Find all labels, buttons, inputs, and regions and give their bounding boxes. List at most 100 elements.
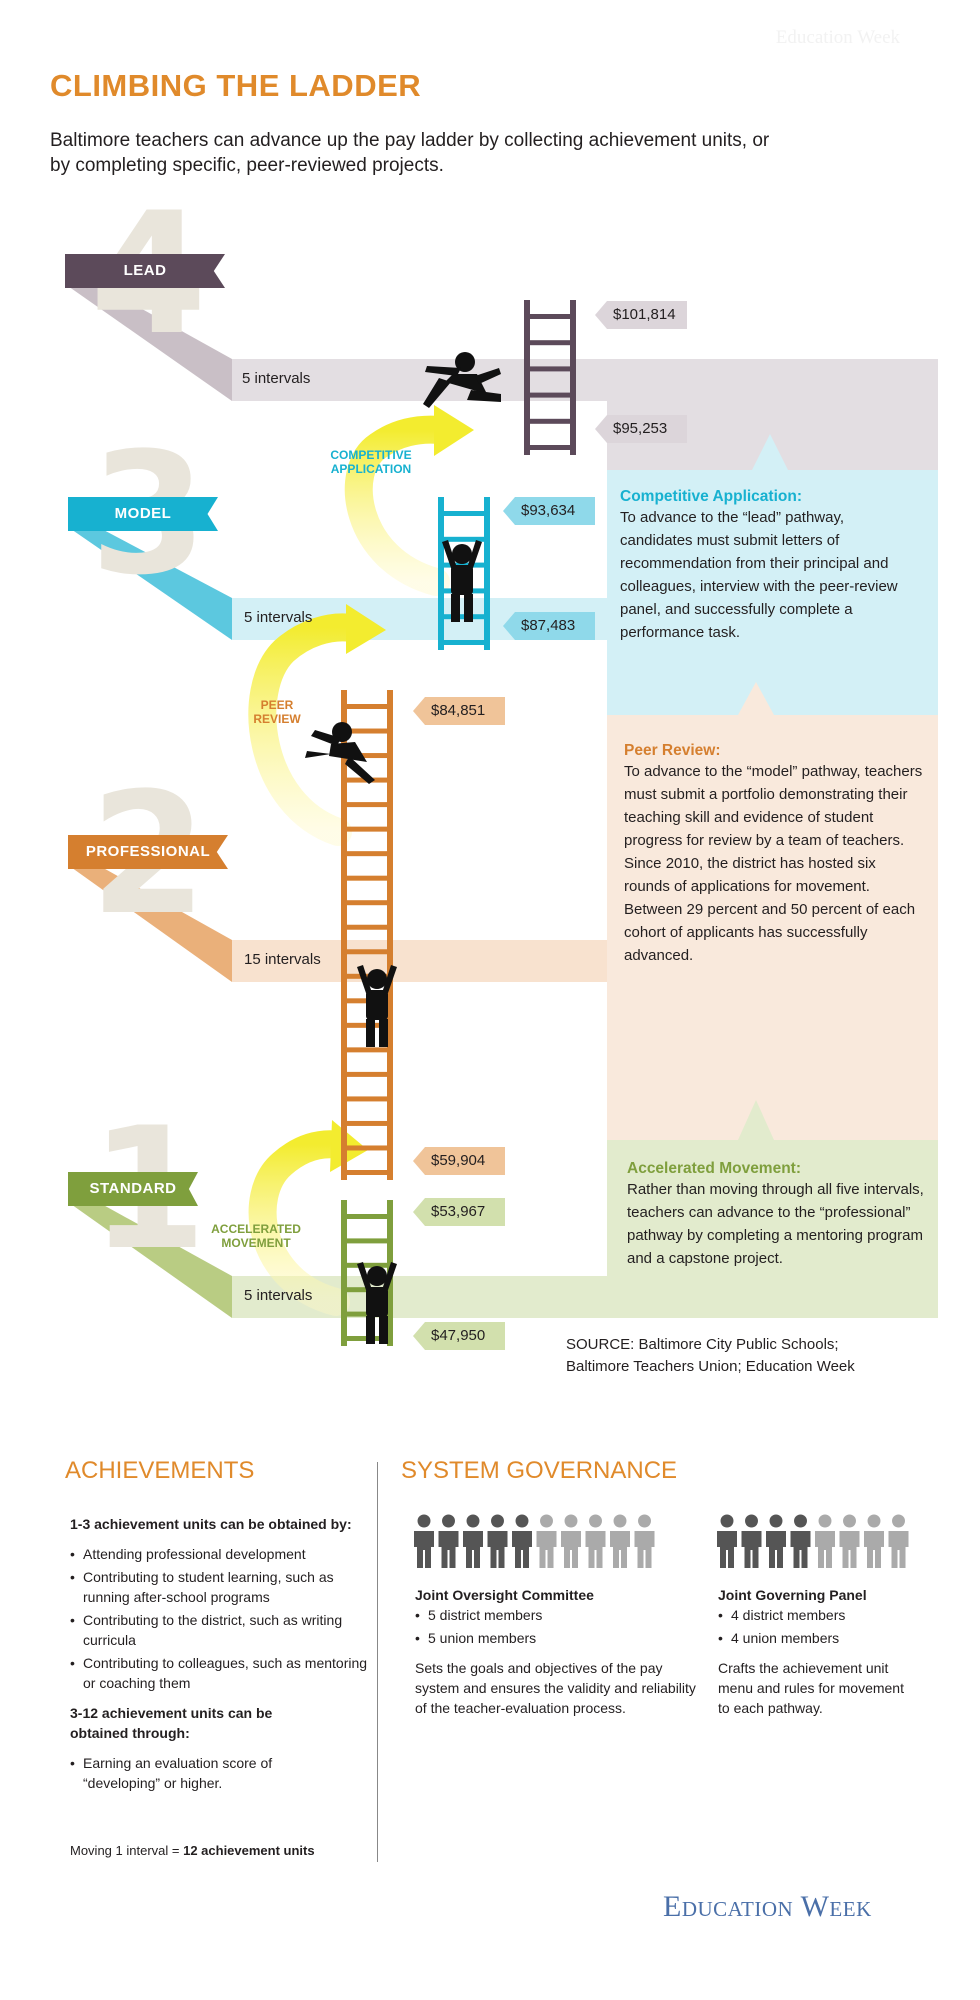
accelerated-panel-bg — [607, 1140, 938, 1318]
panel-person-icon — [839, 1514, 860, 1568]
panel-person-icon — [815, 1514, 835, 1568]
competitive-panel-text: To advance to the “lead” pathway, candid… — [620, 509, 898, 641]
competitive-panel-title: Competitive Application: — [620, 488, 802, 505]
figure-climbing-standard — [357, 1262, 397, 1344]
panel-person-icon — [888, 1514, 909, 1568]
panel-name: Joint Governing Panel — [718, 1587, 867, 1603]
lead-ribbon-tail — [65, 284, 232, 401]
governance-heading: SYSTEM GOVERNANCE — [401, 1457, 678, 1484]
peer-panel-bg — [607, 715, 938, 1140]
achievements-list-1: Attending professional developmentContri… — [70, 1544, 370, 1693]
list-item: 4 union members — [718, 1628, 918, 1648]
peer-arrow-label: PEER REVIEW — [253, 698, 301, 726]
panel-person-icon — [790, 1514, 811, 1568]
model-intervals-label: 5 intervals — [244, 609, 313, 626]
committee-block: Joint Oversight Committee 5 district mem… — [415, 1585, 705, 1718]
committee-person-icon — [463, 1514, 483, 1568]
watermark-logo: Education Week — [775, 27, 900, 48]
committee-person-icon — [512, 1514, 532, 1568]
list-item: Contributing to colleagues, such as ment… — [70, 1653, 370, 1693]
achievements-subheading-2: 3-12 achievement units can be obtained t… — [70, 1705, 273, 1741]
panel-person-icon — [717, 1514, 737, 1568]
committee-person-icon — [414, 1514, 434, 1568]
professional-interval-band — [232, 940, 607, 982]
achievements-heading: ACHIEVEMENTS — [65, 1457, 255, 1484]
achievements-list-2: Earning an evaluation score of “developi… — [70, 1753, 300, 1793]
salary-model-bottom: $87,483 — [503, 612, 595, 640]
panel-description: Crafts the achievement unit menu and rul… — [718, 1660, 904, 1716]
committee-person-icon — [487, 1514, 508, 1568]
committee-name: Joint Oversight Committee — [415, 1587, 594, 1603]
committee-person-icon — [585, 1514, 606, 1568]
committee-person-icon — [634, 1514, 655, 1568]
competitive-panel: Competitive Application: To advance to t… — [620, 488, 920, 644]
peer-panel-pointer — [738, 682, 774, 715]
committee-person-icon — [561, 1514, 581, 1568]
committee-person-icon — [438, 1514, 459, 1568]
ribbon-model: MODEL — [68, 497, 218, 531]
lead-intervals-label: 5 intervals — [242, 370, 311, 387]
source-line-2: Baltimore Teachers Union; Education Week — [566, 1358, 855, 1375]
figure-climbing-professional — [357, 965, 397, 1047]
salary-lead-bottom: $95,253 — [595, 415, 687, 443]
peer-panel-title: Peer Review: — [624, 742, 721, 759]
model-ribbon-tail — [68, 527, 232, 640]
achievements-footnote: Moving 1 interval = 12 achievement units — [70, 1843, 315, 1858]
section-divider — [377, 1462, 378, 1862]
list-item: Contributing to the district, such as wr… — [70, 1610, 370, 1650]
professional-ribbon-tail — [68, 865, 232, 982]
standard-intervals-label: 5 intervals — [244, 1287, 313, 1304]
ladder-lead — [524, 300, 576, 455]
list-item: 4 district members — [718, 1605, 918, 1625]
committee-person-icon — [610, 1514, 630, 1568]
source-line-1: SOURCE: Baltimore City Public Schools; — [566, 1336, 839, 1353]
competitive-arrow-head — [434, 405, 474, 456]
accelerated-panel-text: Rather than moving through all five inte… — [627, 1181, 924, 1267]
figure-jumping-lead — [423, 352, 501, 408]
competitive-arrow-label: COMPETITIVE APPLICATION — [330, 448, 412, 476]
panel-members-list: 4 district members 4 union members — [718, 1605, 918, 1648]
list-item: Earning an evaluation score of “developi… — [70, 1753, 300, 1793]
source-note: SOURCE: Baltimore City Public Schools; B… — [566, 1334, 855, 1378]
panel-block: Joint Governing Panel 4 district members… — [718, 1585, 918, 1718]
accelerated-panel: Accelerated Movement: Rather than moving… — [627, 1160, 932, 1270]
salary-lead-top: $101,814 — [595, 301, 687, 329]
footnote-value: 12 achievement units — [183, 1843, 315, 1858]
salary-professional-bottom: $59,904 — [413, 1147, 505, 1175]
competitive-panel-pointer — [752, 434, 788, 470]
page-subtitle: Baltimore teachers can advance up the pa… — [50, 130, 770, 176]
education-week-logo: Education Week — [663, 1890, 872, 1923]
peer-arrow-head — [346, 604, 386, 654]
committee-people-icons — [413, 1514, 659, 1570]
ribbon-lead: LEAD — [65, 254, 225, 288]
ribbon-professional: PROFESSIONAL — [68, 835, 228, 869]
accelerated-arrow-label: ACCELERATED MOVEMENT — [211, 1222, 301, 1250]
accelerated-arrow — [248, 1130, 354, 1316]
accelerated-panel-title: Accelerated Movement: — [627, 1160, 802, 1177]
salary-model-top: $93,634 — [503, 497, 595, 525]
figure-climbing-model — [442, 540, 482, 622]
figure-jumping-peer — [305, 722, 375, 784]
accelerated-panel-pointer — [738, 1100, 774, 1140]
footnote-prefix: Moving 1 interval = — [70, 1843, 184, 1858]
competitive-arrow — [344, 415, 454, 596]
committee-person-icon — [536, 1514, 557, 1568]
list-item: Contributing to student learning, such a… — [70, 1567, 370, 1607]
standard-ribbon-tail — [68, 1202, 232, 1318]
page-title: CLIMBING THE LADDER — [50, 68, 422, 103]
list-item: Attending professional development — [70, 1544, 370, 1564]
peer-panel-text: To advance to the “model” pathway, teach… — [624, 763, 923, 964]
peer-panel: Peer Review: To advance to the “model” p… — [624, 742, 924, 967]
panel-person-icon — [741, 1514, 762, 1568]
achievements-subheading-1: 1-3 achievement units can be obtained by… — [70, 1516, 352, 1532]
list-item: 5 union members — [415, 1628, 705, 1648]
salary-standard-bottom: $47,950 — [413, 1322, 505, 1350]
panel-person-icon — [864, 1514, 884, 1568]
salary-standard-top: $53,967 — [413, 1198, 505, 1226]
professional-intervals-label: 15 intervals — [244, 951, 321, 968]
panel-person-icon — [766, 1514, 786, 1568]
committee-members-list: 5 district members 5 union members — [415, 1605, 705, 1648]
list-item: 5 district members — [415, 1605, 705, 1625]
salary-professional-top: $84,851 — [413, 697, 505, 725]
panel-people-icons — [716, 1514, 916, 1570]
